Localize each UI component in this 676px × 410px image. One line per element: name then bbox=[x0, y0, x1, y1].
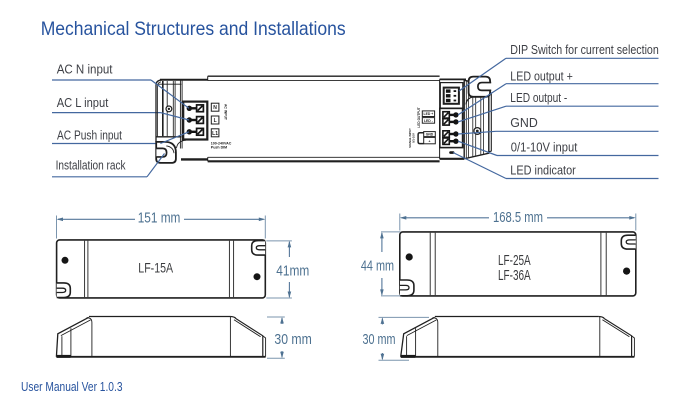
svg-text:LF-36A: LF-36A bbox=[498, 268, 531, 284]
svg-text:LF-15A: LF-15A bbox=[138, 259, 173, 275]
svg-text:AC Push input: AC Push input bbox=[57, 128, 122, 143]
svg-text:0/1-10V: 0/1-10V bbox=[412, 133, 416, 143]
svg-text:AC L input: AC L input bbox=[57, 95, 109, 110]
svg-text:LED indicator: LED indicator bbox=[510, 163, 576, 178]
svg-text:LED +: LED + bbox=[424, 112, 434, 116]
svg-text:168.5 mm: 168.5 mm bbox=[493, 210, 543, 226]
svg-text:LED output +: LED output + bbox=[510, 69, 573, 84]
svg-text:LED -: LED - bbox=[424, 119, 433, 123]
svg-text:L1: L1 bbox=[212, 131, 218, 137]
svg-text:0/1-10V input: 0/1-10V input bbox=[511, 140, 578, 155]
svg-text:30 mm: 30 mm bbox=[274, 332, 311, 348]
svg-text:30 mm: 30 mm bbox=[363, 332, 396, 348]
svg-text:Mechanical Structures and Inst: Mechanical Structures and Installations bbox=[41, 18, 346, 40]
svg-text:LF-25A: LF-25A bbox=[498, 253, 531, 269]
svg-text:100-240VAC: 100-240VAC bbox=[211, 141, 232, 145]
svg-text:User Manual Ver 1.0.3: User Manual Ver 1.0.3 bbox=[21, 379, 123, 394]
svg-text:Push DIM: Push DIM bbox=[211, 146, 227, 150]
svg-text:LED OUTPUT: LED OUTPUT bbox=[417, 107, 421, 127]
svg-text:DIP Switch for current selecti: DIP Switch for current selection bbox=[510, 42, 659, 57]
svg-text:GND: GND bbox=[426, 133, 434, 137]
svg-text:151 mm: 151 mm bbox=[138, 210, 181, 226]
svg-text:+: + bbox=[429, 139, 431, 143]
svg-text:41mm: 41mm bbox=[276, 263, 309, 279]
svg-text:44 mm: 44 mm bbox=[361, 259, 394, 275]
svg-text:SIGNAL INPUT: SIGNAL INPUT bbox=[408, 128, 412, 148]
svg-text:LED output -: LED output - bbox=[510, 90, 567, 105]
svg-text:L: L bbox=[214, 118, 217, 124]
svg-text:AC N input: AC N input bbox=[57, 62, 113, 77]
svg-text:N: N bbox=[213, 105, 217, 111]
svg-text:AC INPUT: AC INPUT bbox=[224, 104, 228, 121]
svg-text:Installation rack: Installation rack bbox=[56, 158, 126, 173]
svg-text:GND: GND bbox=[510, 115, 538, 130]
